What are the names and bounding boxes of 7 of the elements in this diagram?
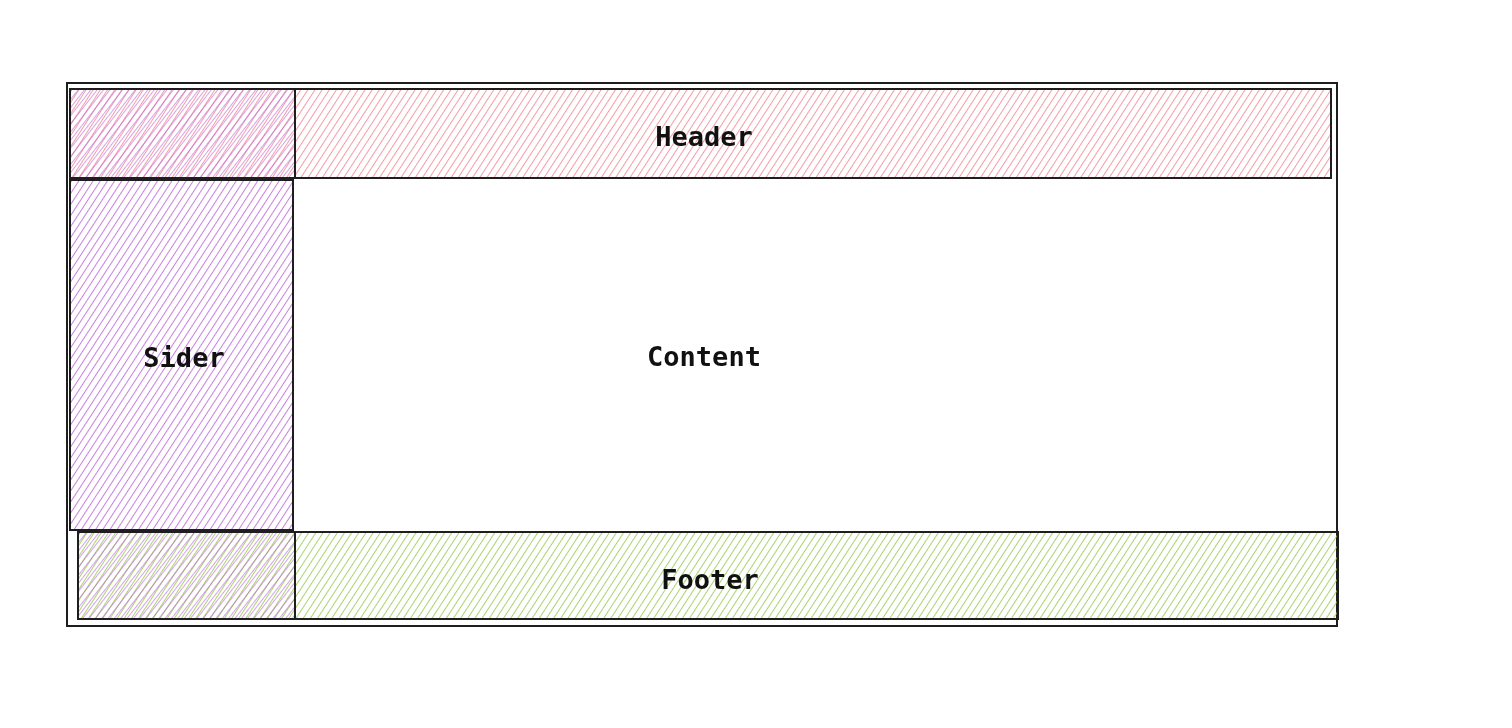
region-label: Header bbox=[655, 120, 753, 152]
sider-band bbox=[69, 179, 294, 531]
layout-frame bbox=[66, 82, 1338, 627]
region-label: Content bbox=[647, 340, 761, 372]
footer-band bbox=[77, 531, 1339, 620]
region-label: Sider bbox=[143, 341, 225, 373]
header-band bbox=[69, 88, 1332, 179]
